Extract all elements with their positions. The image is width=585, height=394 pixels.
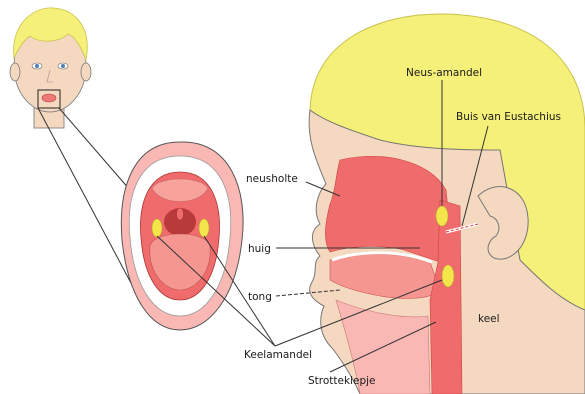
label-buis-van-eustachius: Buis van Eustachius bbox=[456, 111, 561, 123]
label-neusholte: neusholte bbox=[246, 173, 298, 185]
neus-amandel-tonsil bbox=[436, 206, 448, 226]
boy-face-illustration bbox=[10, 8, 91, 128]
label-strotteklepje: Strotteklepje bbox=[308, 375, 376, 387]
keelamandel-tonsil bbox=[442, 265, 454, 287]
label-keel: keel bbox=[478, 313, 500, 325]
tonsil-left bbox=[152, 219, 162, 237]
label-keelamandel: Keelamandel bbox=[244, 349, 312, 361]
connector-line-top bbox=[59, 108, 130, 190]
label-huig: huig bbox=[248, 243, 271, 255]
label-tong: tong bbox=[248, 291, 272, 303]
label-neus-amandel: Neus-amandel bbox=[406, 67, 482, 79]
tonsil-right bbox=[199, 219, 209, 237]
open-mouth-illustration bbox=[121, 142, 243, 330]
